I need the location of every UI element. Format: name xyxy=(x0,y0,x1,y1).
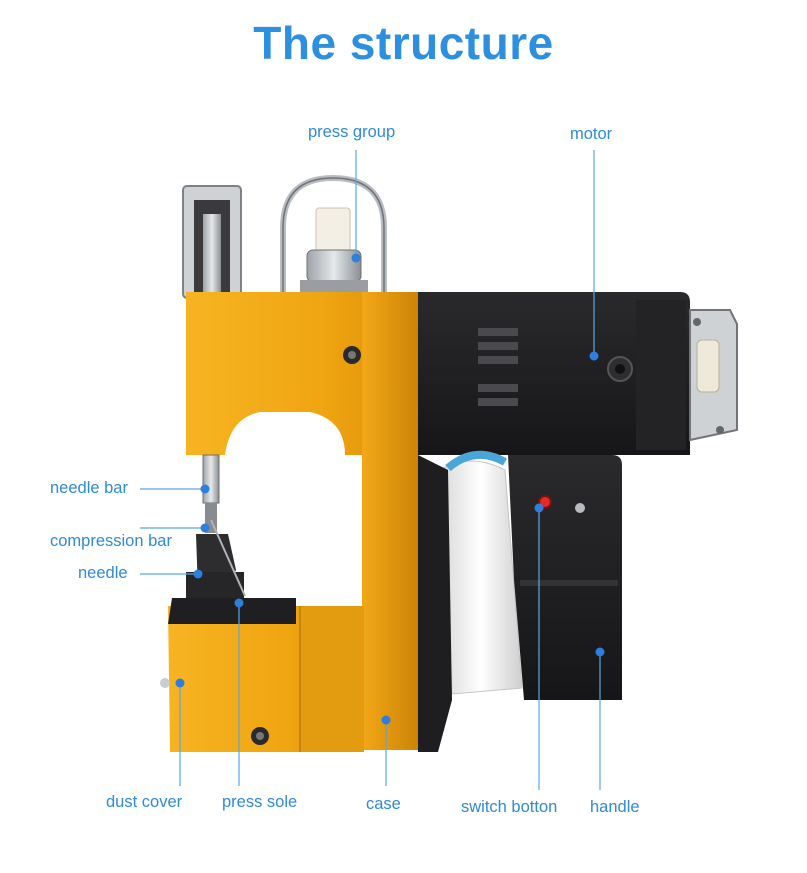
callout-dots xyxy=(175,253,605,725)
dot-case xyxy=(381,715,391,725)
press-group-part xyxy=(280,174,387,294)
label-switch-botton: switch botton xyxy=(461,798,558,816)
dot-press-group xyxy=(351,253,361,263)
needle-assembly xyxy=(186,454,246,598)
thread-cone xyxy=(439,450,523,695)
handle-part xyxy=(508,455,622,700)
dot-dust-cover xyxy=(175,678,185,688)
label-needle-bar: needle bar xyxy=(50,479,128,497)
machine-case xyxy=(160,292,452,752)
motor-housing xyxy=(412,292,690,455)
dot-needle-bar xyxy=(200,484,210,494)
rear-bracket xyxy=(182,185,242,299)
diagram-title: The structure xyxy=(253,17,554,69)
label-press-group: press group xyxy=(308,123,396,141)
label-motor: motor xyxy=(570,125,613,143)
dot-switch xyxy=(534,503,544,513)
label-handle: handle xyxy=(590,798,640,816)
dot-compression-bar xyxy=(200,523,210,533)
label-compression-bar: compression bar xyxy=(50,532,172,550)
leader-lines xyxy=(140,150,601,790)
rear-plate xyxy=(689,309,738,442)
label-dust-cover: dust cover xyxy=(106,793,183,811)
dot-motor xyxy=(589,351,599,361)
dot-handle xyxy=(595,647,605,657)
label-needle: needle xyxy=(78,564,128,582)
dot-press-sole xyxy=(234,598,244,608)
dot-needle xyxy=(193,569,203,579)
label-press-sole: press sole xyxy=(222,793,298,811)
label-case: case xyxy=(366,795,401,813)
